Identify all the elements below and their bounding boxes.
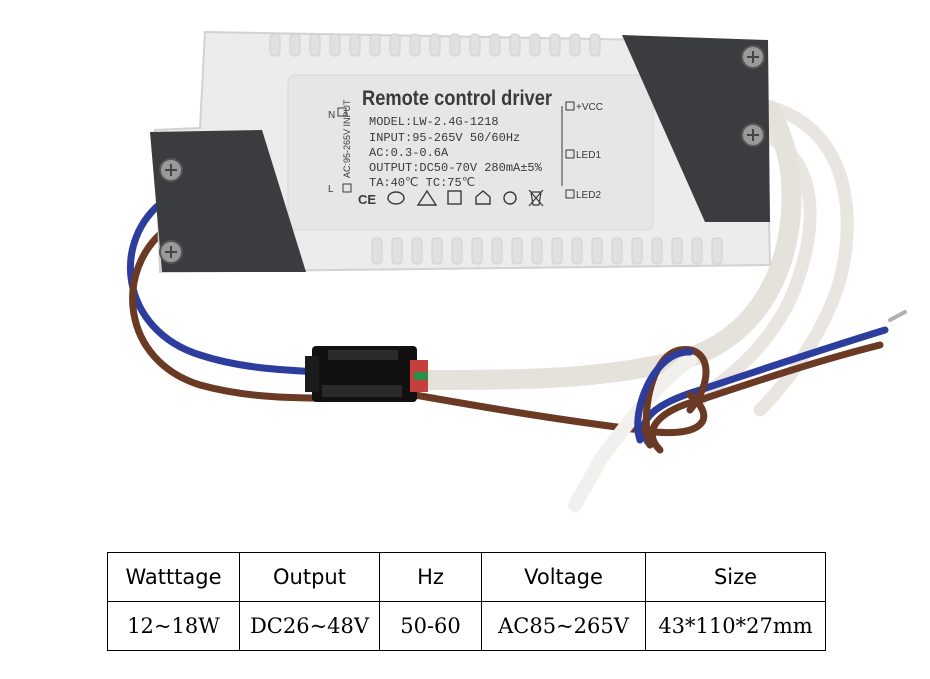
cert-icon-2 <box>416 189 438 206</box>
spec-value-row: 12~18W DC26~48V 50-60 AC85~265V 43*110*2… <box>107 601 826 651</box>
label-led1: LED1 <box>576 150 601 161</box>
value-wattage: 12~18W <box>107 601 240 651</box>
label-n: N <box>328 110 335 121</box>
right-end-cap <box>622 35 770 222</box>
label-title: Remote control driver <box>362 87 552 110</box>
ce-mark: CE <box>358 192 376 207</box>
value-size: 43*110*27mm <box>645 601 826 651</box>
header-wattage: Watttage <box>107 552 240 602</box>
label-ta: TA:40℃ TC:75℃ <box>369 176 475 190</box>
label-model: MODEL:LW-2.4G-1218 <box>369 115 499 129</box>
label-l: L <box>328 184 334 195</box>
spec-header-row: Watttage Output Hz Voltage Size <box>107 552 826 602</box>
label-ac: AC:0.3-0.6A <box>369 146 449 160</box>
header-hz: Hz <box>379 552 482 602</box>
cert-icon-3 <box>447 190 462 205</box>
value-voltage: AC85~265V <box>481 601 646 651</box>
label-output: OUTPUT:DC50-70V 280mA±5% <box>369 161 543 175</box>
cert-icon-4 <box>475 190 491 205</box>
header-size: Size <box>645 552 826 602</box>
sleeved-cable <box>405 100 802 512</box>
product-photo: Remote control driver MODEL:LW-2.4G-1218… <box>127 30 907 512</box>
value-output: DC26~48V <box>239 601 380 651</box>
header-voltage: Voltage <box>481 552 646 602</box>
value-hz: 50-60 <box>379 601 482 651</box>
recycle-icon <box>503 191 517 205</box>
weee-bin-icon <box>528 189 544 207</box>
product-label: Remote control driver MODEL:LW-2.4G-1218… <box>328 87 603 207</box>
label-led2: LED2 <box>576 190 601 201</box>
spec-table: Watttage Output Hz Voltage Size 12~18W D… <box>107 552 826 651</box>
label-input: INPUT:95-265V 50/60Hz <box>369 131 520 145</box>
cert-icon-1 <box>387 191 405 205</box>
certification-icons: CE <box>358 189 544 207</box>
left-end-cap <box>150 130 306 272</box>
label-vcc: +VCC <box>576 102 603 113</box>
label-input-side: AC:95-265V INPUT <box>342 99 352 178</box>
header-output: Output <box>239 552 380 602</box>
wire-connector <box>305 346 428 402</box>
